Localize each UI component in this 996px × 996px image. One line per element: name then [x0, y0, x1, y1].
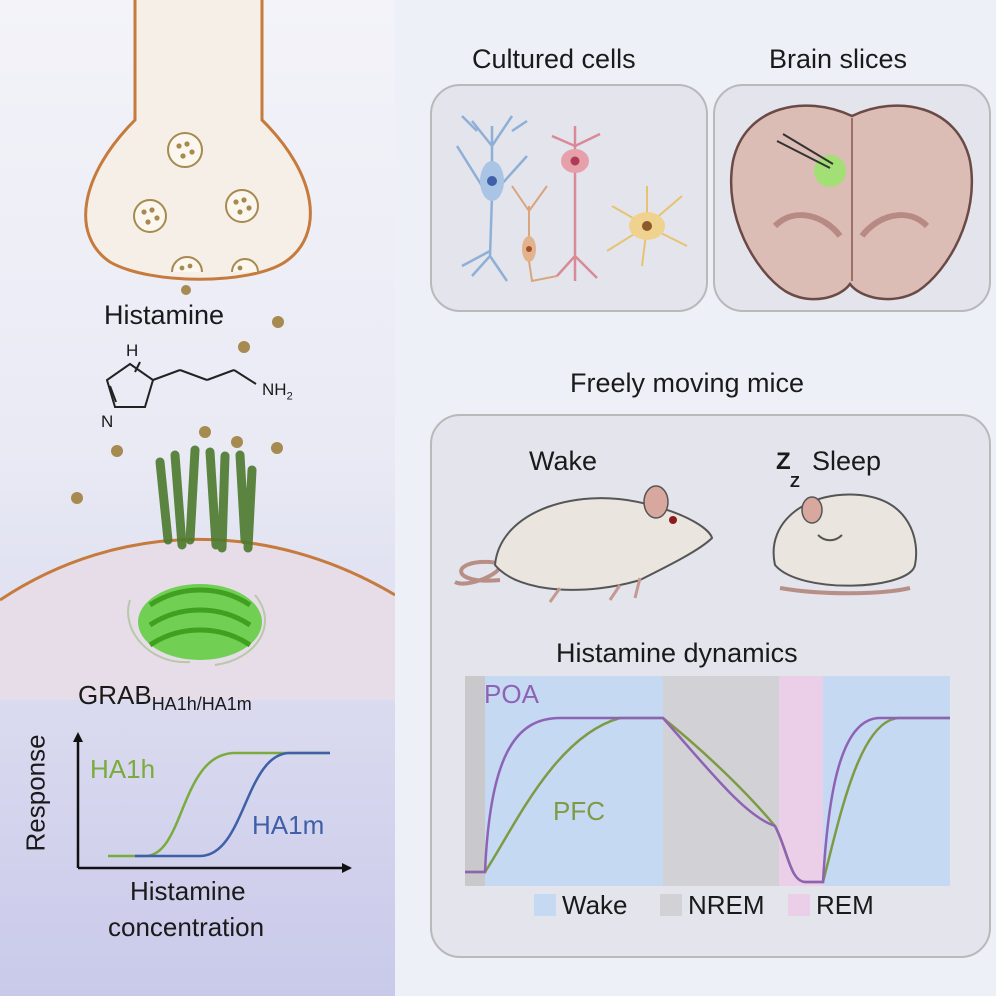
state-bands	[465, 676, 950, 886]
response-chart	[73, 732, 352, 873]
histamine-molecules	[71, 285, 284, 504]
concentration-label-line1: Histamine	[130, 876, 246, 906]
brain-slice-illustration	[729, 104, 974, 301]
cultured-cells-title: Cultured cells	[472, 44, 636, 74]
histamine-structure	[105, 361, 257, 408]
legend-rem-label: REM	[816, 890, 874, 920]
sleeping-mouse	[772, 493, 918, 596]
concentration-label-line2: concentration	[108, 912, 265, 942]
neuron-yellow	[606, 186, 688, 267]
neuron-pink	[551, 126, 601, 281]
recording-spot	[814, 155, 846, 187]
state-band	[465, 676, 485, 886]
neuron-orange	[511, 185, 558, 283]
neurons-illustration	[455, 115, 688, 283]
legend-wake-swatch	[534, 894, 556, 916]
sleep-z-large: Z	[776, 448, 791, 475]
ha1m-curve	[135, 751, 330, 858]
molecule-n-atom: N	[101, 412, 114, 431]
fusing-vesicle	[171, 256, 203, 273]
sleep-z-small: Z	[790, 474, 800, 491]
molecule-h-atom: H	[126, 341, 139, 360]
vesicle	[167, 132, 203, 168]
dynamics-title: Histamine dynamics	[556, 638, 798, 668]
vesicle	[225, 189, 259, 223]
sensor-label: GRABHA1h/HA1m	[78, 680, 252, 715]
vesicle	[133, 199, 167, 233]
state-band	[663, 676, 779, 886]
cell-membrane	[0, 537, 395, 602]
state-band	[485, 676, 663, 886]
legend-nrem-swatch	[660, 894, 682, 916]
response-axis-label: Response	[20, 734, 51, 852]
cultured-cells-panel	[430, 84, 708, 312]
awake-mouse	[454, 485, 714, 603]
pfc-line	[465, 716, 950, 884]
synapse-illustration	[0, 0, 395, 700]
mice-title: Freely moving mice	[570, 368, 805, 398]
poa-line	[465, 716, 950, 884]
molecule-nh2: NH2	[262, 380, 293, 403]
ha1m-label: HA1m	[252, 810, 325, 840]
sleep-label: Sleep	[812, 446, 882, 476]
brain-slices-panel	[713, 84, 991, 312]
wake-label: Wake	[529, 446, 598, 476]
brain-slices-title: Brain slices	[769, 44, 908, 74]
vesicles	[133, 132, 259, 273]
gfp-barrel	[127, 584, 266, 666]
legend-wake-label: Wake	[562, 890, 628, 920]
legend-nrem-label: NREM	[688, 890, 765, 920]
ha1h-curve	[108, 751, 330, 858]
poa-label: POA	[484, 679, 539, 709]
histamine-label: Histamine	[104, 300, 225, 330]
state-band	[823, 676, 950, 886]
grab-sensor	[155, 445, 257, 553]
pfc-label: PFC	[553, 796, 605, 826]
ha1h-label: HA1h	[90, 754, 156, 784]
legend-rem-swatch	[788, 894, 810, 916]
mice-illustration	[454, 485, 918, 603]
dynamics-chart	[465, 676, 950, 886]
